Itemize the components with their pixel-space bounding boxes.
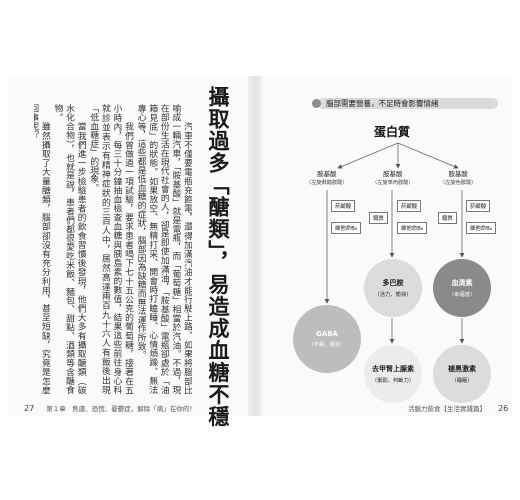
melatonin-node: 褪黑激素 （睡眠） [433, 345, 491, 403]
node-name: GABA [316, 330, 338, 338]
book-gutter [248, 76, 262, 416]
amino-sub: （左旋苯丙胺酸） [372, 180, 414, 186]
cofactor-tag: 菸鹼酸 [466, 200, 491, 212]
protein-label: 蛋白質 [374, 125, 411, 139]
cofactor-tag: 鐵質 [369, 212, 388, 224]
amino-name: 胺基酸 [448, 170, 468, 178]
body-paragraph: 汽車不僅要電瓶充飽電，還得加滿汽油才能行駛上路，如果將腦部比喻成一輛汽車，「胺基… [135, 104, 192, 394]
banner-bullet-icon [312, 99, 321, 108]
cofactor-tag: 鐵質 [438, 212, 457, 224]
node-desc: （睡眠） [451, 378, 473, 384]
node-desc: （幸福感） [448, 292, 476, 298]
page-number-left: 27 [24, 404, 35, 413]
node-desc: （平靜、穩定） [308, 342, 346, 348]
amino-name: 胺基酸 [383, 170, 403, 178]
node-desc: （活力、愉快） [374, 292, 412, 298]
page-number-right: 26 [498, 404, 509, 413]
amino-sub: （左旋色胺酸） [440, 180, 477, 186]
node-name: 血清素 [451, 279, 473, 287]
chapter-section-title: 攝取過多「醣類」，易造成血糖不穩 [206, 86, 230, 428]
amino-sub: （左旋麩醯胺酸） [306, 180, 348, 186]
gaba-node: GABA （平靜、穩定） [293, 305, 361, 373]
node-name: 去甲腎上腺素 [372, 365, 414, 373]
cofactor-tag: 維他命B₆ [397, 222, 428, 234]
node-desc: （衝勁、判斷力） [371, 378, 415, 384]
amino-acid-node: 胺基酸 （左旋苯丙胺酸） [372, 169, 414, 186]
right-footer: 活腦力飲食【生活實踐篇】 26 [408, 403, 508, 413]
cofactor-tag: 維他命B₆ [466, 222, 497, 234]
banner-text: 腦部需要營養，不足時會影響情緒 [326, 99, 439, 108]
body-paragraph: 雖然攝取了大量醣類，腦部卻沒有充分利用，甚至短缺，究竟是怎麼回事呢？ [34, 104, 50, 394]
cofactor-tag: 維他命B₆ [331, 222, 362, 234]
running-head-right: 活腦力飲食【生活實踐篇】 [408, 405, 486, 413]
amino-name: 胺基酸 [317, 170, 337, 178]
node-name: 多巴胺 [382, 279, 404, 287]
running-head-left: 第１章 焦慮、恐慌、憂鬱症，解除「病」在你的！ [46, 405, 196, 413]
cofactor-tag: 菸鹼酸 [397, 200, 422, 212]
node-name: 褪黑激素 [448, 365, 476, 373]
amino-acid-node: 胺基酸 （左旋色胺酸） [440, 169, 476, 186]
dopamine-node: 多巴胺 （活力、愉快） [364, 259, 422, 317]
body-text: 汽車不僅要電瓶充飽電，還得加滿汽油才能行駛上路，如果將腦部比喻成一輛汽車，「胺基… [34, 104, 192, 394]
body-paragraph: 當我們進一步檢驗患者的飲食習慣後發現，他們大多有攝取醣類（碳水化合物），也就是說… [52, 104, 86, 394]
left-page [8, 76, 248, 416]
cofactor-tag: 菸鹼酸 [331, 200, 356, 212]
left-footer: 27 第１章 焦慮、恐慌、憂鬱症，解除「病」在你的！ [24, 403, 196, 413]
noradrenaline-node: 去甲腎上腺素 （衝勁、判斷力） [364, 345, 422, 403]
arrow-protein-to-amino3 [397, 142, 459, 169]
arrow-protein-to-amino1 [337, 142, 399, 169]
serotonin-node: 血清素 （幸福感） [433, 259, 491, 317]
amino-acid-node: 胺基酸 （左旋麩醯胺酸） [306, 169, 348, 186]
body-paragraph: 我們曾做過一項試驗，要求患者喝下七十五公克的葡萄糖，接著在五小時內，每三十分鐘抽… [88, 104, 134, 394]
diagram-banner: 腦部需要營養，不足時會影響情緒 [312, 98, 498, 109]
